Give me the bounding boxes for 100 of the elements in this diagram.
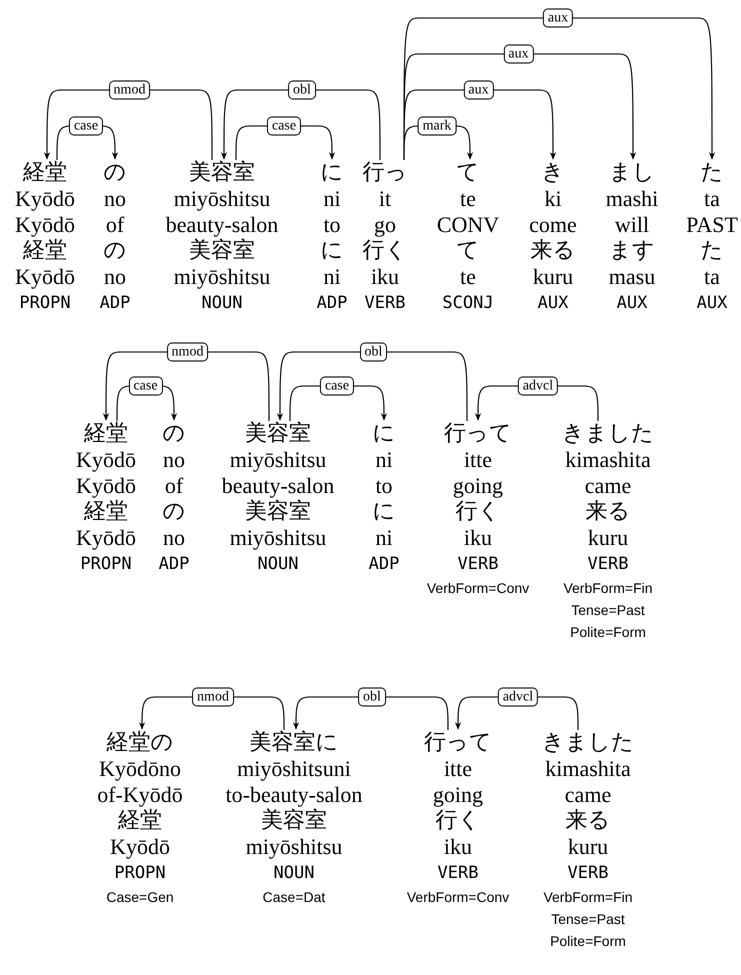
lemma: の — [162, 499, 186, 525]
lemma: 美容室 — [245, 499, 311, 525]
edge-label: case — [128, 376, 163, 396]
pos-tag: VERB — [458, 551, 498, 577]
edge-label: aux — [463, 80, 494, 100]
gloss: come — [529, 212, 577, 238]
lemma: た — [700, 238, 724, 264]
pos-tag: PROPN — [114, 860, 166, 886]
lemma-romanization: kuru — [532, 264, 574, 290]
lemma: 経堂 — [118, 808, 162, 834]
pos-tag: VERB — [588, 551, 628, 577]
pos-tag: PROPN — [80, 551, 132, 577]
pos-tag: ADP — [368, 551, 400, 577]
pos-tag: NOUN — [274, 860, 314, 886]
lemma: 来る — [530, 238, 576, 264]
lemma-romanization: Kyōdō — [110, 834, 170, 860]
gloss: will — [614, 212, 650, 238]
gloss: go — [374, 212, 396, 238]
lemma: 経堂 — [23, 238, 67, 264]
gloss: going — [432, 782, 484, 808]
dependency-arc — [220, 89, 381, 160]
japanese-word: の — [162, 421, 186, 447]
pos-tag: NOUN — [258, 551, 298, 577]
edge-label: advcl — [518, 376, 558, 396]
lemma: 経堂 — [84, 499, 128, 525]
pos-tag: VERB — [364, 290, 406, 316]
japanese-word: 経堂 — [84, 421, 128, 447]
lemma-romanization: iku — [464, 525, 492, 551]
lemma-romanization: no — [104, 264, 126, 290]
romanization: miyōshitsu — [230, 447, 326, 473]
japanese-word: きました — [542, 730, 634, 756]
pos-tag: AUX — [696, 290, 728, 316]
gloss: going — [452, 473, 504, 499]
morph-feature: Polite=Form — [550, 932, 626, 951]
morph-feature: Tense=Past — [551, 910, 625, 929]
gloss: Kyōdō — [76, 473, 136, 499]
lemma: 行く — [362, 238, 408, 264]
gloss: came — [584, 473, 632, 499]
edge-label: obl — [360, 342, 388, 362]
morph-feature: Case=Gen — [106, 888, 174, 907]
pos-tag: AUX — [616, 290, 648, 316]
lemma: に — [372, 499, 396, 525]
lemma-romanization: te — [460, 264, 476, 290]
romanization: kimashita — [545, 756, 631, 782]
japanese-word: の — [104, 160, 126, 186]
edge-label: case — [266, 116, 302, 136]
lemma: に — [320, 238, 344, 264]
lemma-romanization: ta — [704, 264, 720, 290]
lemma-romanization: ni — [375, 525, 393, 551]
romanization: ta — [704, 186, 720, 212]
romanization: ni — [375, 447, 393, 473]
gloss: to — [375, 473, 393, 499]
pos-tag: PROPN — [19, 290, 71, 316]
lemma-romanization: Kyōdō — [76, 525, 136, 551]
morph-feature: VerbForm=Fin — [563, 579, 653, 598]
japanese-word: た — [700, 160, 724, 186]
lemma-romanization: no — [163, 525, 185, 551]
japanese-word: き — [542, 160, 564, 186]
lemma-romanization: kuru — [568, 834, 608, 860]
romanization: itte — [444, 756, 472, 782]
pos-tag: ADP — [100, 290, 130, 316]
romanization: Kyōdō — [76, 447, 136, 473]
lemma-romanization: miyōshitsu — [246, 834, 342, 860]
romanization: no — [104, 186, 126, 212]
romanization: ni — [323, 186, 341, 212]
edge-label: nmod — [108, 80, 150, 100]
gloss: beauty-salon — [222, 473, 334, 499]
gloss: CONV — [436, 212, 500, 238]
romanization: te — [460, 186, 476, 212]
lemma: 美容室 — [189, 238, 255, 264]
lemma: 行く — [456, 499, 500, 525]
gloss: to — [323, 212, 341, 238]
edge-label: obl — [358, 688, 386, 706]
lemma: 美容室 — [261, 808, 327, 834]
japanese-word: まし — [609, 160, 655, 186]
japanese-word: きました — [562, 421, 654, 447]
edge-label: aux — [503, 44, 534, 64]
lemma: て — [456, 238, 480, 264]
romanization: mashi — [606, 186, 658, 212]
lemma-romanization: iku — [370, 264, 400, 290]
lemma: 来る — [566, 808, 610, 834]
romanization: Kyōdō — [15, 186, 75, 212]
romanization: itte — [464, 447, 492, 473]
romanization: miyōshitsu — [174, 186, 270, 212]
japanese-word: 美容室 — [245, 421, 311, 447]
japanese-word: 美容室 — [189, 160, 255, 186]
lemma-romanization: miyōshitsu — [230, 525, 326, 551]
japanese-word: 経堂 — [23, 160, 67, 186]
gloss: of — [106, 212, 124, 238]
dependency-arc — [403, 53, 636, 160]
pos-tag: VERB — [438, 860, 478, 886]
lemma-romanization: kuru — [588, 525, 628, 551]
lemma: 行く — [436, 808, 480, 834]
edge-label: mark — [418, 116, 456, 136]
japanese-word: 行って — [444, 421, 512, 447]
pos-tag: VERB — [568, 860, 608, 886]
japanese-word: 経堂の — [106, 730, 174, 756]
morph-feature: VerbForm=Conv — [426, 579, 530, 598]
gloss: beauty-salon — [166, 212, 278, 238]
romanization: kimashita — [565, 447, 651, 473]
